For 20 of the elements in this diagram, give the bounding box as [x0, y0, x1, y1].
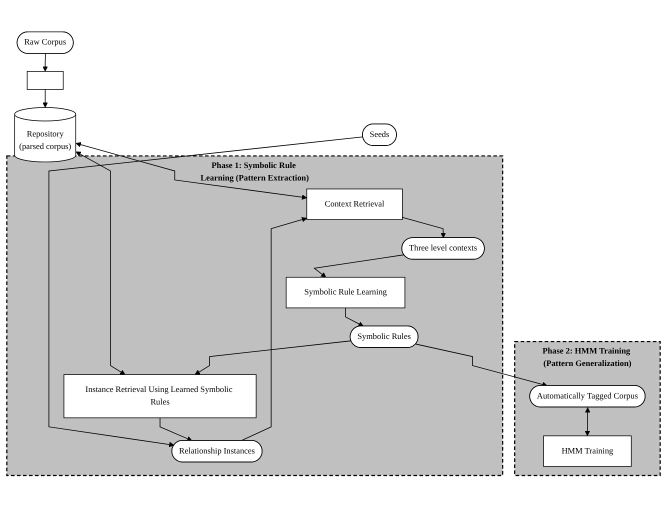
arrow — [76, 142, 308, 200]
arrow — [76, 152, 126, 376]
node-box — [286, 277, 406, 309]
arrow — [345, 308, 364, 327]
arrow — [584, 408, 590, 436]
arrow — [42, 89, 48, 108]
node-box — [64, 374, 256, 419]
node-box — [543, 436, 632, 468]
cluster — [6, 156, 504, 476]
arrow — [313, 254, 404, 278]
arrow — [160, 418, 192, 442]
node-box — [306, 188, 403, 220]
arrow — [42, 54, 48, 72]
arrow — [415, 344, 548, 388]
node-box — [26, 71, 64, 90]
arrow — [240, 217, 308, 442]
arrow — [48, 136, 364, 448]
cluster — [514, 341, 661, 476]
arrow — [194, 340, 352, 376]
arrow — [402, 217, 446, 238]
